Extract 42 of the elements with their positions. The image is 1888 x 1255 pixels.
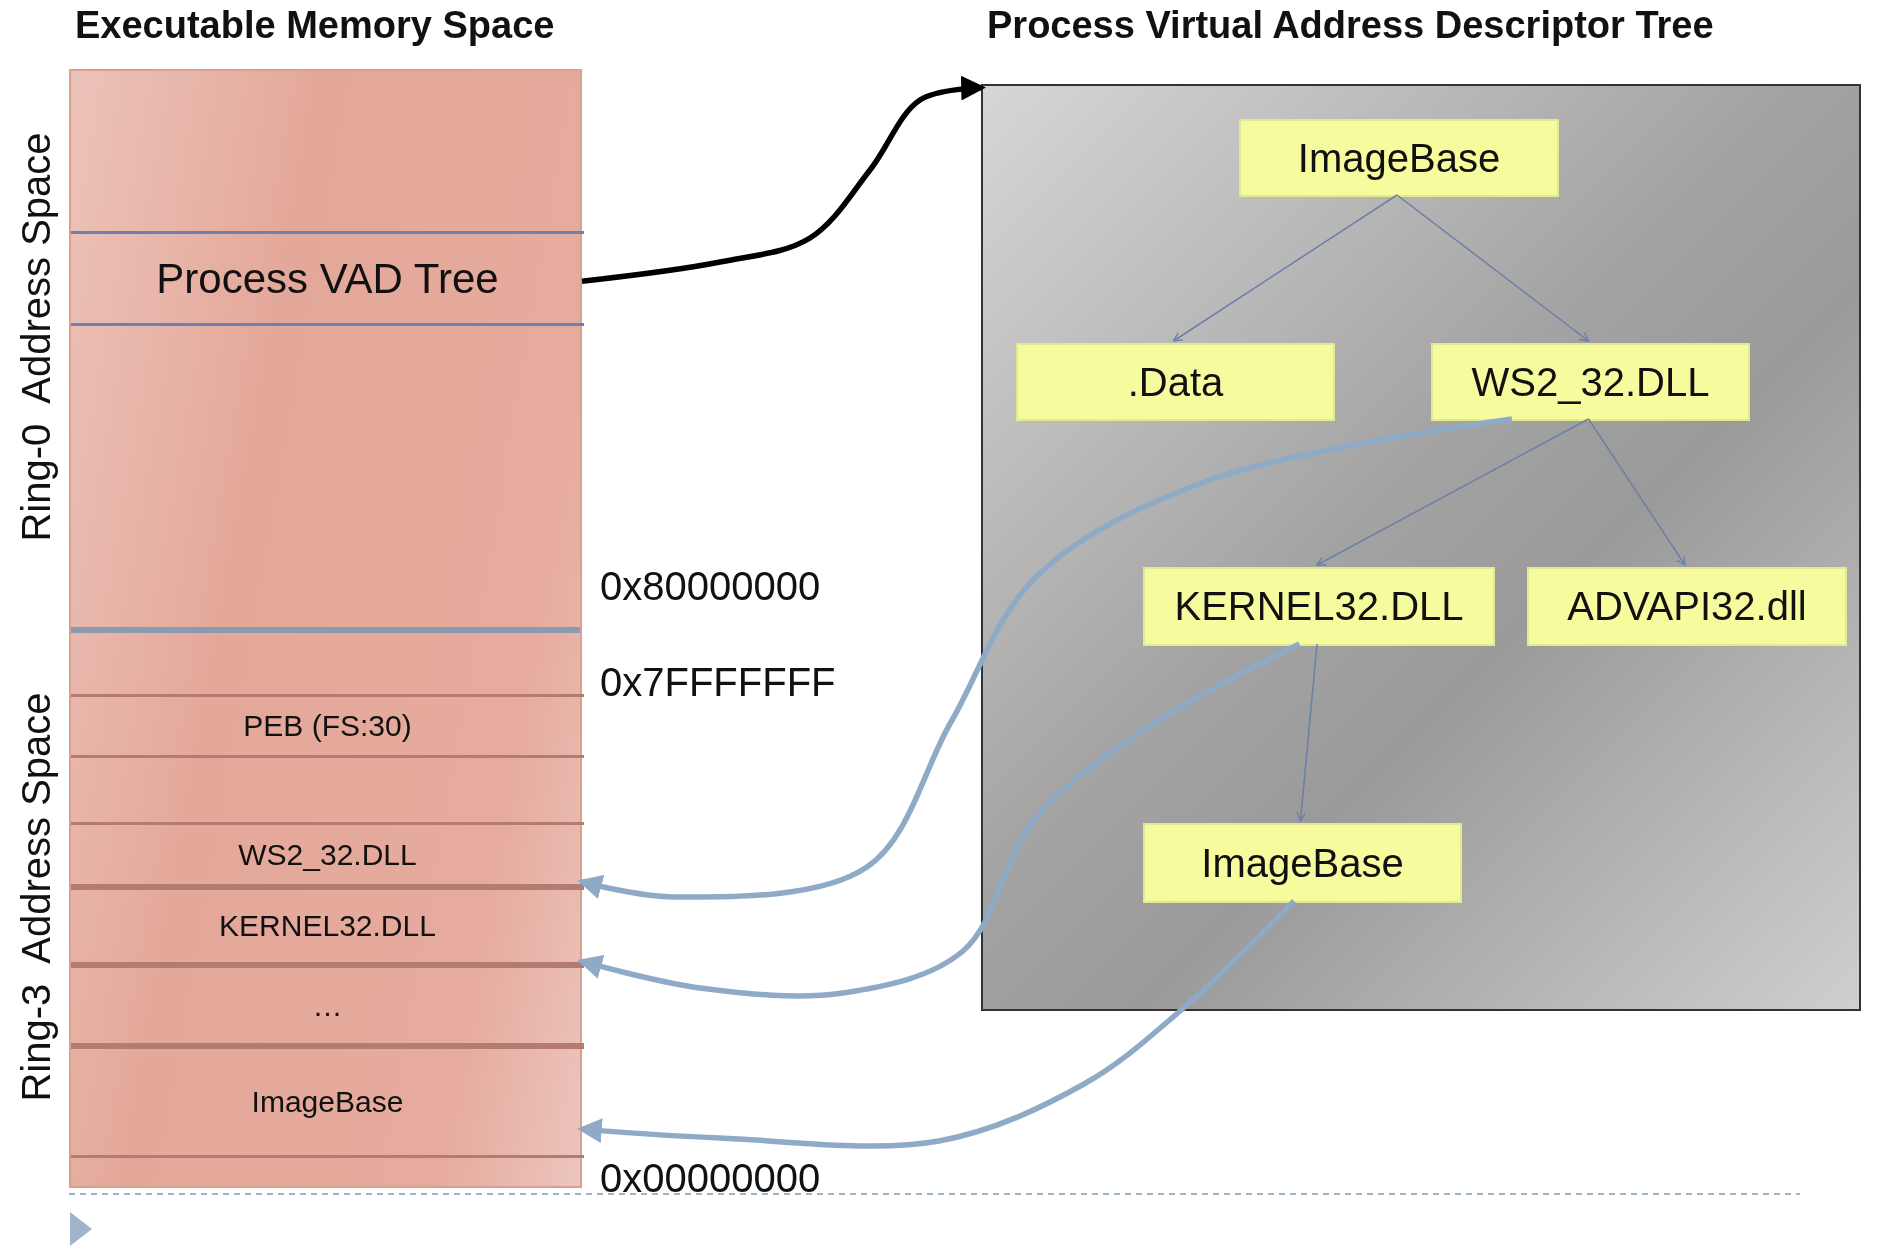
curved-arrow — [577, 641, 1301, 999]
memory-column — [69, 69, 582, 1188]
tree-node-box — [1143, 567, 1495, 646]
ring-label: Ring-3 Address Space — [13, 692, 59, 1102]
panel-title: Executable Memory Space — [75, 4, 555, 47]
node-label: .Data — [1127, 359, 1224, 405]
memory-region — [71, 965, 584, 1046]
ring-label: Ring-0 Address Space — [13, 132, 59, 542]
tree-node-box — [1527, 567, 1847, 646]
address-label: 0x7FFFFFFF — [600, 660, 836, 705]
memory-region — [71, 887, 584, 965]
region-label: Process VAD Tree — [156, 254, 499, 303]
node-label: ImageBase — [1297, 135, 1501, 181]
region-label: PEB (FS:30) — [243, 709, 412, 743]
region-label: … — [312, 988, 343, 1023]
memory-region — [71, 694, 584, 758]
curved-arrow — [577, 416, 1513, 900]
tree-node-box — [1431, 343, 1750, 421]
region-label: KERNEL32.DLL — [219, 909, 436, 943]
tree-arrow — [1587, 418, 1686, 566]
node-label: WS2_32.DLL — [1471, 359, 1710, 405]
address-label: 0x80000000 — [600, 564, 821, 609]
tree-node-box — [1239, 119, 1559, 197]
node-label: KERNEL32.DLL — [1174, 584, 1464, 629]
vad-tree-panel — [981, 84, 1861, 1011]
tree-arrow — [1316, 418, 1590, 566]
tree-arrow — [1296, 643, 1318, 822]
region-label: WS2_32.DLL — [238, 837, 417, 872]
memory-region — [71, 822, 584, 887]
tree-arrow — [1396, 194, 1590, 342]
tree-arrow — [1172, 194, 1398, 342]
memory-region — [71, 231, 584, 326]
address-label: 0x00000000 — [600, 1156, 821, 1201]
node-label: ImageBase — [1201, 840, 1404, 886]
curved-arrow — [581, 75, 986, 284]
curved-arrow — [577, 899, 1297, 1149]
node-label: ADVAPI32.dll — [1567, 584, 1807, 629]
tree-node-box — [1143, 823, 1462, 903]
memory-region — [71, 1046, 584, 1158]
region-label: ImageBase — [251, 1085, 404, 1119]
panel-title: Process Virtual Address Descriptor Tree — [987, 4, 1714, 47]
tree-node-box — [1016, 343, 1335, 421]
